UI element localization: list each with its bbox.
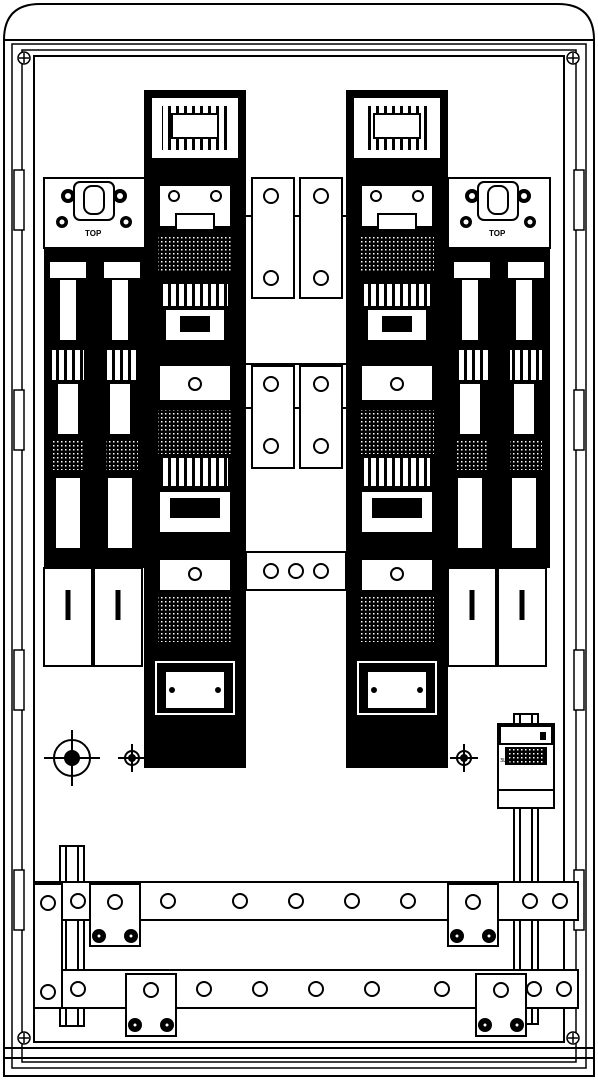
busbar-clamp xyxy=(475,973,527,1037)
busbar-clamp xyxy=(89,883,141,947)
right-fuse-switch xyxy=(346,90,448,768)
right-fuse-base: TOP xyxy=(447,177,551,667)
modular-device: 3LP/02 xyxy=(497,723,555,809)
cabinet-enclosure xyxy=(2,3,596,1077)
pen-bar-vertical xyxy=(33,883,63,1009)
busbar-clamp xyxy=(125,973,177,1037)
corner-screws xyxy=(17,51,580,1045)
module-code-label: 3LP/02 xyxy=(500,758,517,764)
earth-terminal-icon xyxy=(450,744,478,772)
busbar-clamp xyxy=(447,883,499,947)
left-fuse-base: TOP xyxy=(43,177,147,667)
top-label-right: TOP xyxy=(489,229,506,238)
crosshair-icon xyxy=(44,730,100,786)
center-connection-bars xyxy=(245,177,347,591)
top-label-left: TOP xyxy=(85,229,102,238)
left-fuse-switch xyxy=(144,90,246,768)
earth-terminal-icon xyxy=(118,744,146,772)
